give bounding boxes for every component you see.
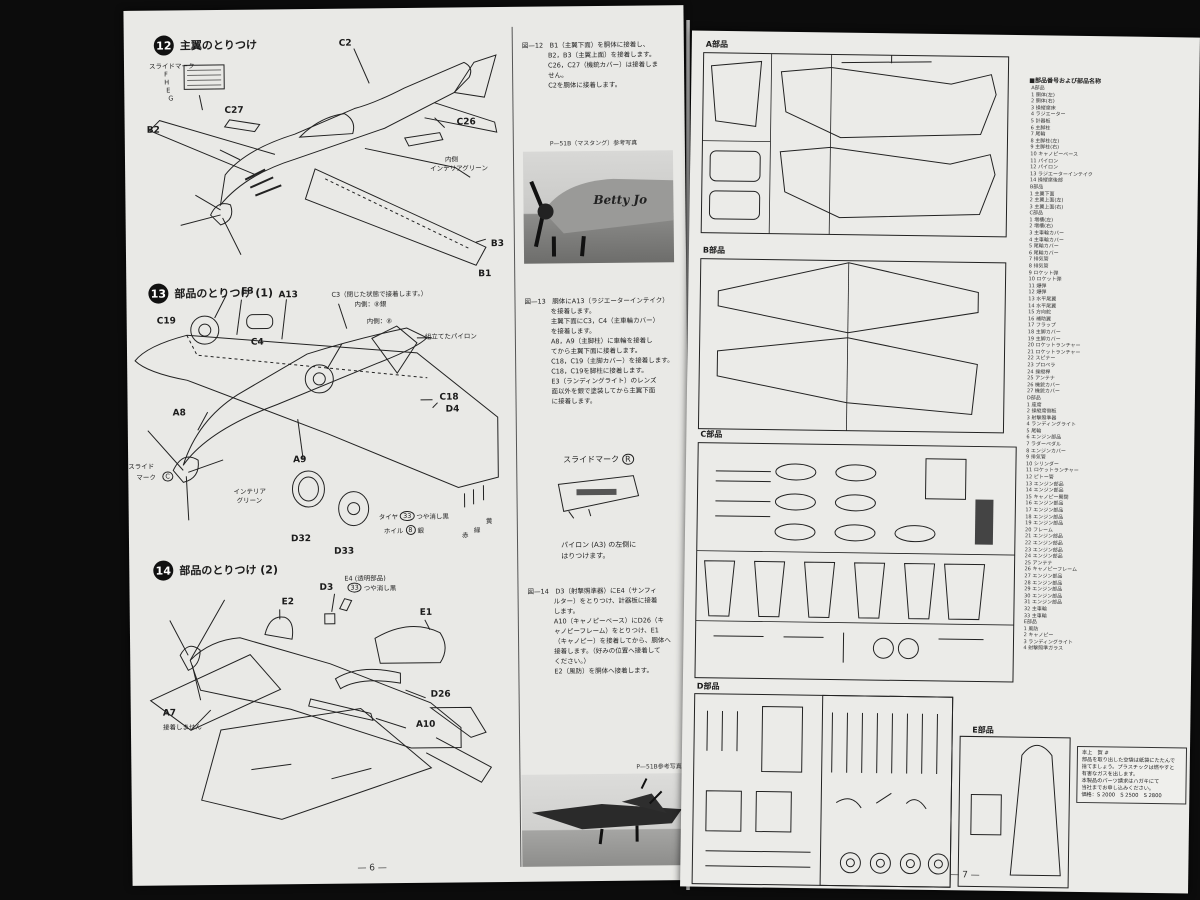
parts-list-item: 4 射撃照準ガラス (1023, 645, 1064, 653)
sprue-e-label: E部品 (972, 725, 994, 735)
sprue-d-label: D部品 (696, 681, 720, 691)
fig14-line: 接着します。（好みの位置へ接着して (554, 646, 661, 656)
pylon-note-1: パイロン (A3) の左側に (561, 540, 637, 550)
fig14-line: ルター）をとりつけ、計器板に接着 (553, 596, 658, 606)
label-e4: E4 (透明部品) (344, 574, 386, 583)
pylon-drawing (557, 475, 640, 519)
photo2-illustration (531, 778, 682, 845)
sprue-c-label: C部品 (700, 429, 723, 439)
left-page: 12 主翼のとりつけ (123, 5, 693, 886)
label-e2: E2 (281, 597, 295, 608)
fig14-line: E2（風防）を胴体へ接着します。 (554, 666, 654, 676)
photo-p51b-betty-jo: Betty Jo (522, 150, 675, 264)
label-a7: A7 (162, 708, 177, 719)
parts-list-title: ■部品番号および部品名称 (1029, 77, 1102, 86)
photo1-illustration (529, 178, 674, 257)
page-number-7: — 7 — (950, 870, 980, 881)
step-12-diagram (148, 48, 498, 266)
e4-paint-text: つや消し黒 (363, 584, 397, 593)
label-a10: A10 (415, 719, 436, 730)
label-a7-note: 接着しません (162, 723, 202, 732)
step-14-diagram (149, 593, 493, 820)
label-e4-paint: 33 つや消し黒 (347, 582, 396, 593)
sprue-b-label: B部品 (702, 245, 726, 255)
e4-paint-num: 33 (347, 582, 362, 593)
label-d26: D26 (430, 689, 451, 700)
instruction-fig14: 図—14 D3（射撃照準器）にE4（サンフィ ルター）をとりつけ、計器板に接着 … (527, 585, 678, 677)
right-page: A部品 (680, 30, 1200, 894)
page-number-6: — 6 — (357, 863, 387, 874)
photo2-caption: P—51B参考写真 (636, 763, 682, 771)
photo-p51b-ground (521, 773, 688, 867)
notice-box: 本上 賀 # 部品を取り出した空袋は紙袋にたたんで 捨てましょう。プラスチックは… (1076, 745, 1188, 805)
step-13-diagram (134, 294, 499, 527)
label-d3: D3 (319, 582, 334, 593)
label-e1: E1 (419, 607, 433, 618)
pylon-note-2: はりつけます。 (561, 551, 610, 561)
notice-line: 価格：S 2000 S 2500 S 2800 (1081, 792, 1162, 800)
sprue-layout (691, 52, 1071, 889)
